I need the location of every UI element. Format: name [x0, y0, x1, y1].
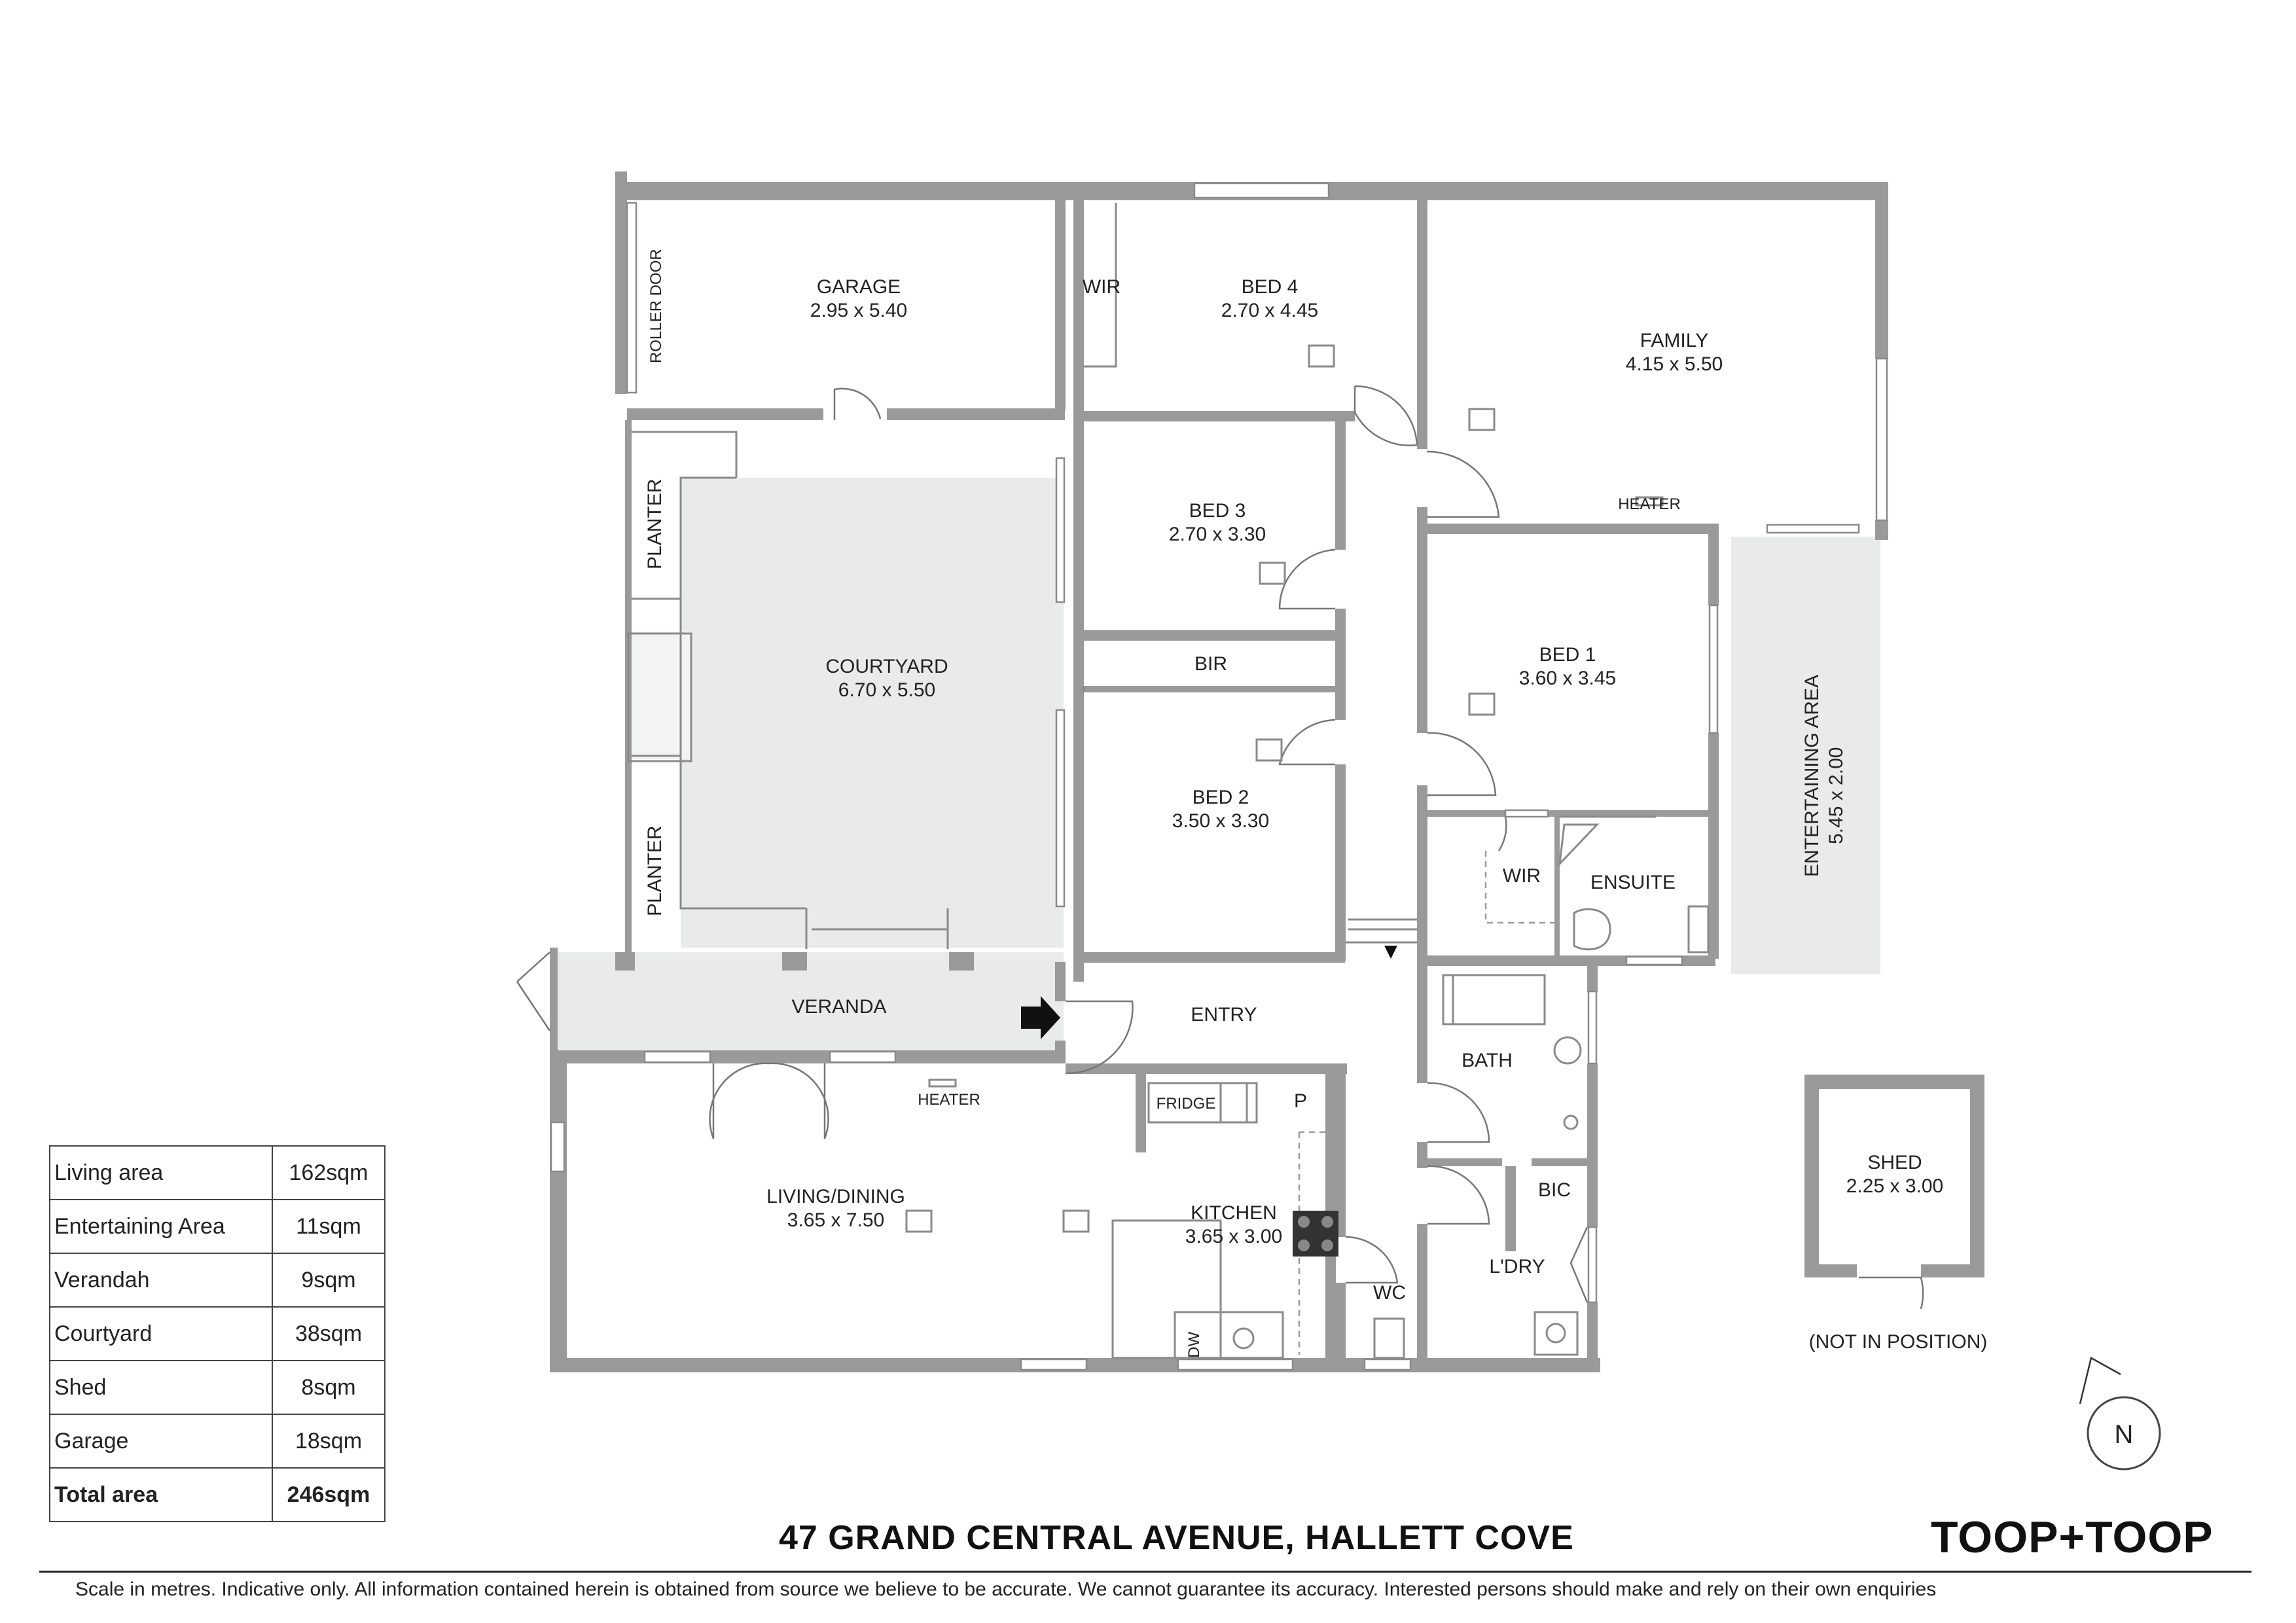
garage-name: GARAGE — [817, 276, 901, 298]
fridge-label: FRIDGE — [1157, 1095, 1216, 1113]
bed2-name: BED 2 — [1193, 787, 1249, 808]
area-value: 38sqm — [272, 1306, 386, 1361]
total-label: Total area — [49, 1467, 273, 1522]
bed2-dims: 3.50 x 3.30 — [1172, 810, 1269, 832]
family-dims: 4.15 x 5.50 — [1626, 353, 1723, 375]
bath-label: BATH — [1462, 1050, 1513, 1071]
area-label: Shed — [49, 1360, 273, 1415]
pantry-label: P — [1294, 1090, 1307, 1112]
wir-bed4-label: WIR — [1083, 276, 1121, 298]
dw-label: DW — [1185, 1332, 1203, 1358]
courtyard-dims: 6.70 x 5.50 — [838, 679, 935, 701]
north-label: N — [2115, 1420, 2134, 1449]
courtyard-name: COURTYARD — [825, 656, 948, 677]
shed-name: SHED — [1867, 1152, 1922, 1173]
bic-label: BIC — [1538, 1179, 1571, 1201]
area-label: Living area — [49, 1145, 273, 1200]
wc-label: WC — [1373, 1282, 1406, 1304]
bed3-dims: 2.70 x 3.30 — [1169, 524, 1266, 545]
roller-door-label: ROLLER DOOR — [647, 249, 665, 363]
windows — [550, 182, 1888, 1371]
property-address: 47 GRAND CENTRAL AVENUE, HALLETT COVE — [779, 1519, 1574, 1557]
area-label: Garage — [49, 1414, 273, 1469]
bed4-name: BED 4 — [1242, 276, 1299, 298]
family-heater-label: HEATER — [1618, 495, 1681, 513]
ldry-label: L'DRY — [1489, 1256, 1545, 1277]
outdoor-shading — [550, 478, 1880, 1050]
area-label: Verandah — [49, 1253, 273, 1308]
fixtures — [627, 203, 1710, 1359]
shed-note: (NOT IN POSITION) — [1809, 1331, 1988, 1353]
bir-label: BIR — [1194, 653, 1227, 675]
kitchen-dims: 3.65 x 3.00 — [1185, 1226, 1282, 1247]
veranda-label: VERANDA — [791, 996, 886, 1018]
bed1-name: BED 1 — [1539, 644, 1596, 666]
planter-top-label: PLANTER — [644, 479, 666, 569]
planter-bottom-label: PLANTER — [644, 826, 666, 916]
area-value: 8sqm — [272, 1360, 386, 1415]
footer-divider — [39, 1571, 2251, 1573]
shed-dims: 2.25 x 3.00 — [1846, 1175, 1943, 1197]
entertaining-name: ENTERTAINING AREA — [1801, 675, 1823, 877]
ensuite-label: ENSUITE — [1590, 872, 1676, 893]
brand-logo: TOOP+TOOP — [1931, 1512, 2214, 1562]
living-heater-label: HEATER — [918, 1091, 980, 1109]
area-label: Entertaining Area — [49, 1199, 273, 1254]
area-value: 18sqm — [272, 1414, 386, 1469]
disclaimer-text: Scale in metres. Indicative only. All in… — [75, 1578, 1937, 1600]
doors — [516, 385, 1924, 1310]
area-label: Courtyard — [49, 1306, 273, 1361]
area-value: 162sqm — [272, 1145, 386, 1200]
bed3-name: BED 3 — [1189, 500, 1246, 522]
living-name: LIVING/DINING — [766, 1186, 905, 1207]
bed1-dims: 3.60 x 3.45 — [1519, 668, 1616, 689]
bed4-dims: 2.70 x 4.45 — [1221, 300, 1318, 321]
family-name: FAMILY — [1640, 330, 1708, 351]
garage-dims: 2.95 x 5.40 — [810, 300, 907, 321]
entry-label: ENTRY — [1191, 1004, 1257, 1026]
room-labels: GARAGE 2.95 x 5.40 ROLLER DOOR WIR BED 4… — [644, 249, 1987, 1358]
area-value: 9sqm — [272, 1253, 386, 1308]
living-dims: 3.65 x 7.50 — [787, 1209, 884, 1231]
wir-bed1-label: WIR — [1503, 865, 1541, 887]
total-value: 246sqm — [272, 1467, 386, 1522]
kitchen-name: KITCHEN — [1191, 1202, 1277, 1224]
area-value: 11sqm — [272, 1199, 386, 1254]
entertaining-dims: 5.45 x 2.00 — [1825, 747, 1847, 844]
north-arrow: N — [2079, 1357, 2161, 1471]
